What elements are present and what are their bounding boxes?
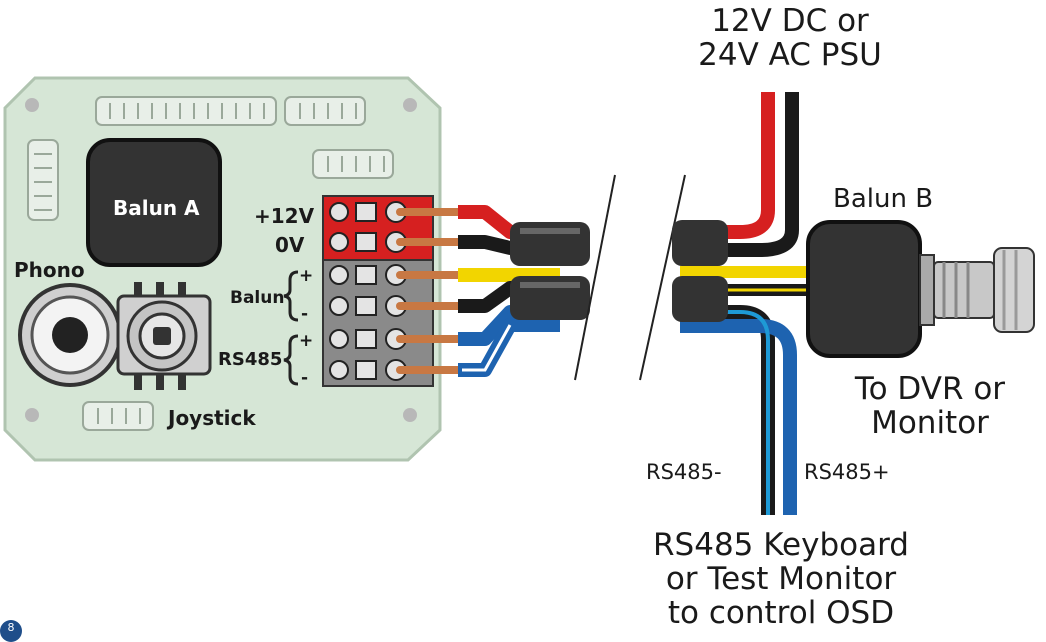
- mounting-hole: [25, 98, 39, 112]
- cut-line: [574, 174, 616, 381]
- psu-wires: [680, 92, 799, 257]
- right-cable-sleeve: [672, 220, 728, 322]
- left-cable-sleeve: [510, 222, 590, 320]
- copper-leads: [396, 208, 464, 374]
- rs485-plus-wire-label: RS485+: [804, 460, 890, 484]
- cut-line: [639, 174, 686, 381]
- mounting-hole: [25, 408, 39, 422]
- mounting-hole: [403, 408, 417, 422]
- rs485-brace: [283, 334, 299, 386]
- phono-connector: [18, 283, 122, 387]
- zero-v-label: 0V: [275, 233, 305, 257]
- bnc-connector: [919, 247, 1035, 333]
- page-number-badge: 8: [0, 620, 22, 642]
- balun-a-label: Balun A: [113, 196, 200, 220]
- header-connector: [27, 96, 394, 431]
- joystick-label: Joystick: [168, 406, 256, 430]
- rs485-minus-wire-label: RS485-: [646, 460, 722, 484]
- rs485-wires: [680, 305, 797, 515]
- balun-plus-label: +: [299, 266, 314, 286]
- balun-b-label: Balun B: [833, 184, 934, 214]
- rs485-plus-label: +: [299, 331, 314, 351]
- rs485-terminal-label: RS485: [218, 349, 283, 370]
- balun-b-block: [806, 220, 922, 358]
- balun-minus-label: -: [301, 304, 309, 324]
- rs485-minus-label: -: [301, 368, 309, 388]
- plus12v-label: +12V: [254, 204, 315, 228]
- terminal-block: [322, 195, 434, 387]
- joystick-component: [116, 282, 212, 390]
- balun-brace: [283, 270, 299, 322]
- header-pins: [34, 103, 385, 424]
- balun-terminal-label: Balun: [230, 288, 285, 308]
- mounting-hole: [403, 98, 417, 112]
- balun-a-chip: [86, 138, 222, 267]
- phono-label: Phono: [14, 258, 85, 282]
